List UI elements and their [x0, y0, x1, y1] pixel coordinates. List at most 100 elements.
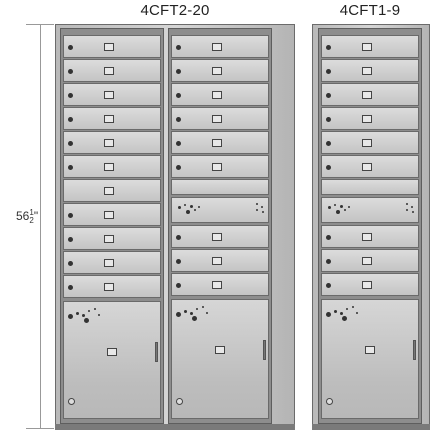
parcel-lock-dot	[68, 314, 73, 319]
unit-title-4cft1-9: 4CFT1-9	[339, 2, 401, 19]
master-lock-dot	[262, 211, 264, 213]
tenant-door	[63, 155, 161, 178]
master-lock-dot	[198, 206, 200, 208]
name-label-plate	[104, 66, 115, 75]
parcel-lock-dot	[82, 314, 85, 317]
tenant-door	[171, 249, 269, 272]
name-label-plate	[362, 256, 373, 265]
parcel-lock-dot	[346, 308, 348, 310]
dimension-numerator: 1	[29, 208, 34, 217]
name-label-plate	[104, 138, 115, 147]
name-label-plate	[362, 42, 373, 51]
tenant-door	[321, 273, 419, 296]
master-lock-dot	[261, 206, 263, 208]
name-label-plate	[104, 186, 115, 195]
dimension-denominator: 2	[29, 216, 34, 225]
door-lock-icon	[176, 282, 181, 288]
parcel-label-plate	[365, 346, 376, 354]
name-label-plate	[212, 90, 223, 99]
parcel-key-ring-icon	[68, 398, 75, 405]
master-lock-dot	[256, 203, 258, 205]
name-label-plate	[104, 162, 115, 171]
master-lock-dot	[334, 204, 336, 206]
name-label-plate	[362, 280, 373, 289]
master-lock-dot	[344, 209, 346, 211]
door-lock-icon	[68, 92, 73, 98]
dimension-line	[40, 24, 41, 428]
parcel-lock-dot	[176, 312, 181, 317]
door-lock-icon	[326, 140, 331, 146]
name-label-plate	[212, 256, 223, 265]
door-lock-icon	[326, 116, 331, 122]
master-lock-dot	[406, 209, 408, 211]
master-lock-dot	[184, 204, 186, 206]
door-lock-icon	[326, 68, 331, 74]
door-lock-icon	[68, 164, 73, 170]
door-lock-icon	[176, 164, 181, 170]
tenant-door	[171, 131, 269, 154]
door-lock-icon	[326, 258, 331, 264]
tenant-door	[63, 227, 161, 250]
door-lock-icon	[326, 164, 331, 170]
door-lock-icon	[326, 44, 331, 50]
name-label-plate	[212, 66, 223, 75]
parcel-lock-dot	[206, 312, 208, 314]
parcel-label-plate	[107, 348, 118, 356]
door-lock-icon	[326, 92, 331, 98]
cabinet-base	[312, 424, 430, 430]
master-lock-dot	[328, 206, 331, 209]
name-label-plate	[362, 162, 373, 171]
door-lock-icon	[176, 234, 181, 240]
parcel-lock-dot	[352, 306, 354, 308]
parcel-lock-dot	[340, 312, 343, 315]
master-lock-dot	[412, 211, 414, 213]
parcel-lock-dot	[326, 312, 331, 317]
outgoing-mail-door	[171, 197, 269, 223]
parcel-lock-dot	[356, 312, 358, 314]
blank-panel	[171, 179, 269, 195]
parcel-lock-dot	[192, 316, 197, 321]
mailbox-column	[60, 28, 164, 424]
tenant-door	[171, 225, 269, 248]
parcel-locker-door	[321, 299, 419, 419]
tenant-door	[63, 179, 161, 202]
door-hinge	[263, 340, 266, 360]
tenant-door	[171, 35, 269, 58]
door-lock-icon	[176, 68, 181, 74]
master-lock-dot	[340, 205, 343, 208]
parcel-lock-dot	[84, 318, 89, 323]
name-label-plate	[104, 234, 115, 243]
door-lock-icon	[176, 92, 181, 98]
name-label-plate	[212, 42, 223, 51]
dimension-bottom-tick	[26, 428, 54, 429]
name-label-plate	[104, 114, 115, 123]
door-lock-icon	[68, 68, 73, 74]
master-lock-dot	[411, 206, 413, 208]
unit-title-4cft2-20: 4CFT2-20	[140, 2, 210, 19]
name-label-plate	[212, 114, 223, 123]
parcel-lock-dot	[196, 308, 198, 310]
parcel-lock-dot	[76, 312, 79, 315]
tenant-door	[63, 107, 161, 130]
outgoing-mail-door	[321, 197, 419, 223]
tenant-door	[321, 83, 419, 106]
tenant-door	[321, 225, 419, 248]
tenant-door	[63, 83, 161, 106]
door-lock-icon	[176, 258, 181, 264]
tenant-door	[171, 59, 269, 82]
door-lock-icon	[176, 140, 181, 146]
mailbox-column	[168, 28, 272, 424]
parcel-lock-dot	[94, 308, 96, 310]
tenant-door	[321, 107, 419, 130]
tenant-door	[63, 131, 161, 154]
tenant-door	[171, 107, 269, 130]
door-lock-icon	[68, 44, 73, 50]
door-lock-icon	[68, 116, 73, 122]
door-lock-icon	[68, 212, 73, 218]
name-label-plate	[104, 42, 115, 51]
door-hinge	[155, 342, 158, 362]
name-label-plate	[104, 258, 115, 267]
door-lock-icon	[326, 282, 331, 288]
parcel-lock-dot	[98, 314, 100, 316]
